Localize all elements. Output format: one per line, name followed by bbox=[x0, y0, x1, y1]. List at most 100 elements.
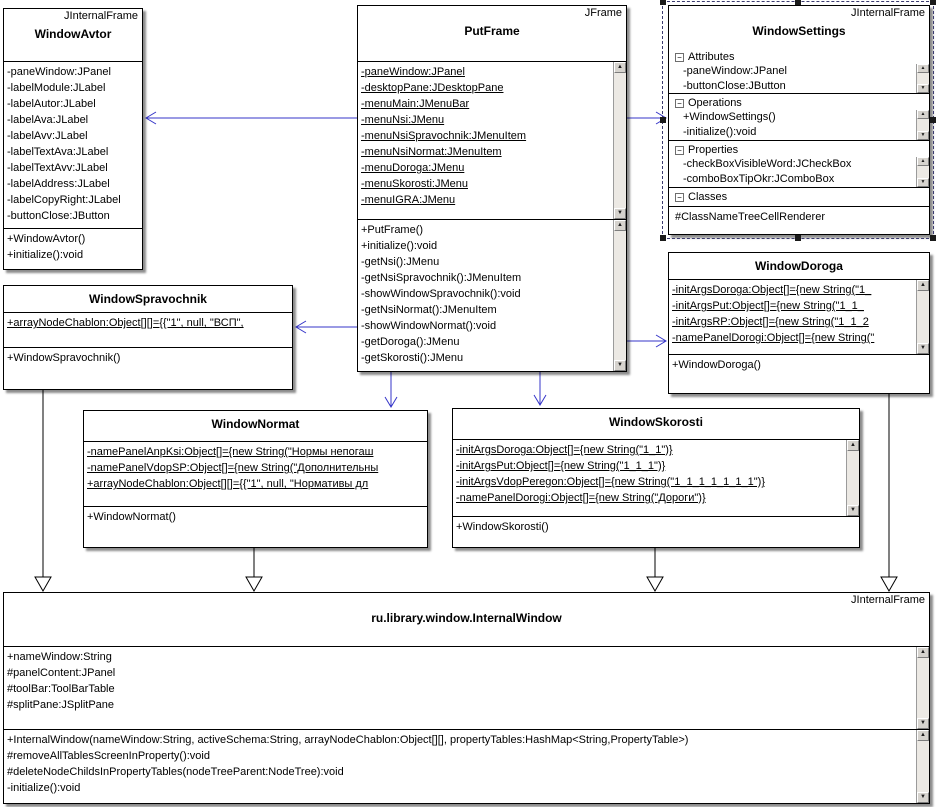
class-name: WindowNormat bbox=[211, 417, 300, 431]
association-putframe-to-windownormat[interactable] bbox=[384, 372, 398, 408]
scroll-down-icon[interactable]: ▼ bbox=[917, 178, 929, 187]
generalization-windowdoroga-to-internalwindow[interactable] bbox=[880, 394, 898, 593]
scroll-up-icon[interactable]: ▲ bbox=[917, 280, 929, 291]
member-text: +WindowDoroga() bbox=[672, 359, 761, 371]
scroll-down-icon[interactable]: ▼ bbox=[614, 208, 626, 219]
class-box-putframe[interactable]: JFrame PutFrame -paneWindow:JPanel-deskt… bbox=[357, 5, 627, 372]
scroll-up-icon[interactable]: ▲ bbox=[614, 62, 626, 73]
selection-handle-se[interactable] bbox=[930, 235, 936, 241]
scroll-up-icon[interactable]: ▲ bbox=[917, 110, 929, 119]
class-box-windowavtor[interactable]: JInternalFrame WindowAvtor -paneWindow:J… bbox=[3, 8, 143, 270]
association-putframe-to-windowspravochnik[interactable] bbox=[295, 320, 357, 334]
scrollbar[interactable]: ▲ ▼ bbox=[916, 730, 929, 803]
selection-handle-ne[interactable] bbox=[930, 0, 936, 5]
collapse-icon[interactable]: − bbox=[675, 145, 684, 155]
member-text: -labelAddress:JLabel bbox=[7, 178, 110, 190]
scrollbar-track[interactable] bbox=[917, 166, 929, 178]
scrollbar-track[interactable] bbox=[614, 73, 626, 208]
selection-handle-e[interactable] bbox=[930, 117, 936, 123]
scrollbar[interactable]: ▲ ▼ bbox=[846, 440, 859, 516]
section-operations: − Operations +WindowSettings()-initializ… bbox=[669, 94, 929, 141]
selection-handle-sw[interactable] bbox=[660, 235, 666, 241]
association-putframe-to-windowsettings[interactable] bbox=[627, 111, 667, 125]
attributes-compartment: +arrayNodeChablon:Object[][]={{"1", null… bbox=[4, 313, 292, 347]
scrollbar-track[interactable] bbox=[917, 291, 929, 343]
member-text: +initialize():void bbox=[7, 249, 84, 261]
selection-handle-n[interactable] bbox=[795, 0, 801, 5]
association-putframe-to-windowavtor[interactable] bbox=[145, 111, 357, 125]
selection-handle-nw[interactable] bbox=[660, 0, 666, 5]
selection-handle-s[interactable] bbox=[795, 235, 801, 241]
scrollbar[interactable]: ▲ ▼ bbox=[916, 280, 929, 354]
scroll-up-icon[interactable]: ▲ bbox=[917, 64, 929, 73]
generalization-windowskorosti-to-internalwindow[interactable] bbox=[646, 548, 664, 593]
association-putframe-to-windowdoroga[interactable] bbox=[627, 334, 667, 348]
class-box-windowspravochnik[interactable]: WindowSpravochnik +arrayNodeChablon:Obje… bbox=[3, 285, 293, 390]
scroll-down-icon[interactable]: ▼ bbox=[917, 343, 929, 354]
class-name: WindowSettings bbox=[752, 24, 846, 38]
class-box-windowsettings[interactable]: JInternalFrame WindowSettings − Attribut… bbox=[668, 5, 930, 235]
attributes-compartment: -namePanelAnpKsi:Object[]={new String("Н… bbox=[84, 442, 427, 506]
member-text: -menuNsiNormat:JMenuItem bbox=[361, 146, 502, 158]
scrollbar[interactable]: ▲ ▼ bbox=[613, 62, 626, 219]
member-text: -paneWindow:JPanel bbox=[683, 65, 787, 77]
scroll-up-icon[interactable]: ▲ bbox=[917, 157, 929, 166]
methods-compartment: +InternalWindow(nameWindow:String, activ… bbox=[4, 730, 916, 803]
scrollbar-track[interactable] bbox=[614, 231, 626, 360]
scrollbar[interactable]: ▲ ▼ bbox=[916, 157, 929, 187]
scroll-down-icon[interactable]: ▼ bbox=[614, 360, 626, 371]
member-text: -namePanelVdopSP:Object[]={new String("Д… bbox=[87, 462, 379, 474]
scrollbar-track[interactable] bbox=[917, 119, 929, 131]
member-text: -initArgsPut:Object[]={new String("1_1_1… bbox=[456, 460, 666, 472]
scroll-down-icon[interactable]: ▼ bbox=[917, 718, 929, 729]
member-text: +InternalWindow(nameWindow:String, activ… bbox=[7, 734, 689, 746]
scroll-down-icon[interactable]: ▼ bbox=[917, 84, 929, 93]
member-text: +WindowNormat() bbox=[87, 511, 176, 523]
scroll-up-icon[interactable]: ▲ bbox=[917, 730, 929, 741]
member-text: +WindowSettings() bbox=[683, 111, 776, 123]
generalization-windowspravochnik-to-internalwindow[interactable] bbox=[34, 390, 52, 593]
scroll-up-icon[interactable]: ▲ bbox=[917, 647, 929, 658]
class-box-windowskorosti[interactable]: WindowSkorosti -initArgsDoroga:Object[]=… bbox=[452, 408, 860, 548]
class-stereotype: JInternalFrame bbox=[851, 7, 925, 19]
methods-compartment: +WindowDoroga() bbox=[669, 355, 929, 393]
scrollbar[interactable]: ▲ ▼ bbox=[916, 647, 929, 729]
member-text: #ClassNameTreeCellRenderer bbox=[675, 211, 825, 223]
association-putframe-to-windowskorosti[interactable] bbox=[533, 372, 547, 406]
class-box-windowdoroga[interactable]: WindowDoroga -initArgsDoroga:Object[]={n… bbox=[668, 252, 930, 394]
attributes-compartment: -initArgsDoroga:Object[]={new String("1_… bbox=[453, 440, 846, 516]
collapse-icon[interactable]: − bbox=[675, 98, 684, 108]
class-box-internalwindow[interactable]: JInternalFrame ru.library.window.Interna… bbox=[3, 592, 930, 804]
class-box-windownormat[interactable]: WindowNormat -namePanelAnpKsi:Object[]={… bbox=[83, 410, 428, 548]
scroll-down-icon[interactable]: ▼ bbox=[917, 792, 929, 803]
collapse-icon[interactable]: − bbox=[675, 52, 684, 62]
scrollbar-track[interactable] bbox=[917, 73, 929, 84]
scroll-up-icon[interactable]: ▲ bbox=[847, 440, 859, 451]
selection-handle-w[interactable] bbox=[660, 117, 666, 123]
member-text: +WindowAvtor() bbox=[7, 233, 86, 245]
generalization-windownormat-to-internalwindow[interactable] bbox=[245, 548, 263, 593]
section-items: -checkBoxVisibleWord:JCheckBox-comboBoxT… bbox=[669, 157, 916, 187]
methods-compartment: +WindowSkorosti() bbox=[453, 517, 859, 547]
member-text: -getNsi():JMenu bbox=[361, 256, 440, 268]
class-name: WindowDoroga bbox=[755, 259, 843, 273]
scrollbar-track[interactable] bbox=[917, 741, 929, 792]
scroll-up-icon[interactable]: ▲ bbox=[614, 220, 626, 231]
scrollbar[interactable]: ▲ ▼ bbox=[916, 110, 929, 140]
scrollbar-track[interactable] bbox=[917, 658, 929, 718]
scrollbar[interactable]: ▲ ▼ bbox=[916, 64, 929, 93]
member-text: -labelModule:JLabel bbox=[7, 82, 106, 94]
scrollbar[interactable]: ▲ ▼ bbox=[613, 220, 626, 371]
collapse-icon[interactable]: − bbox=[675, 192, 684, 202]
member-text: -labelCopyRight:JLabel bbox=[7, 194, 121, 206]
member-text: -menuNsiSpravochnik:JMenuItem bbox=[361, 130, 527, 142]
member-text: -labelTextAva:JLabel bbox=[7, 146, 109, 158]
scroll-down-icon[interactable]: ▼ bbox=[917, 131, 929, 140]
scrollbar-track[interactable] bbox=[847, 451, 859, 505]
member-text: #deleteNodeChildsInPropertyTables(nodeTr… bbox=[7, 766, 344, 778]
member-text: -desktopPane:JDesktopPane bbox=[361, 82, 504, 94]
section-items: +WindowSettings()-initialize():void bbox=[669, 110, 916, 140]
scroll-down-icon[interactable]: ▼ bbox=[847, 505, 859, 516]
section-items: #ClassNameTreeCellRenderer bbox=[669, 207, 929, 234]
